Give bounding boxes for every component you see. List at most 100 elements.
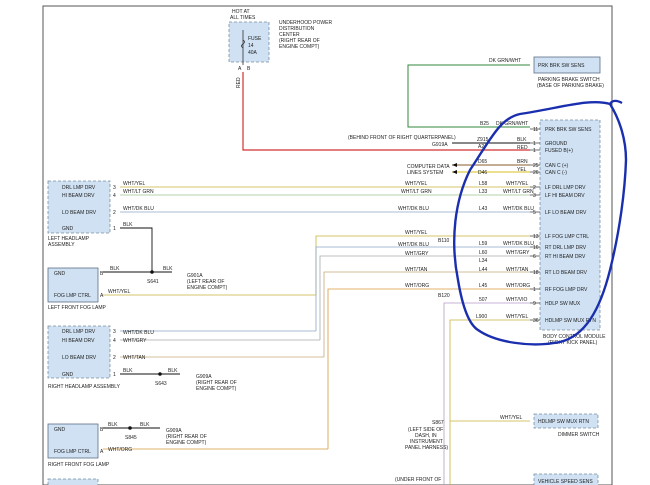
fuse-icon <box>241 39 245 49</box>
left-headlamp-pin-label: DRL LMP DRV <box>62 185 96 191</box>
can-wire-brn: BRN <box>517 159 528 165</box>
bcm-box <box>539 119 601 331</box>
wire-label: WHT/YEL <box>506 314 528 320</box>
parking-brake-pin: PRK BRK SW SENS <box>538 63 585 69</box>
dimmer-pin: HDLMP SW MUX RTN <box>538 419 589 425</box>
bcm-pin-number: 3 <box>533 193 536 199</box>
bcm-pin-label: RT LO BEAM DRV <box>545 270 588 276</box>
wire-label: WHT/TAN <box>123 355 146 361</box>
bcm-pin-label: LF LO BEAM DRV <box>545 210 587 216</box>
wire-label: WHT/VIO <box>506 297 527 303</box>
s867-label-3: INSTRUMENT <box>410 439 443 445</box>
g909a-label-2: ENGINE COMPT) <box>196 386 237 392</box>
g901a-label-1: (LEFT REAR OF <box>187 279 224 285</box>
right-fog-pin-label: FOG LMP CTRL <box>54 449 91 455</box>
wire-label: BLK <box>123 368 133 374</box>
b25-label: B25 <box>480 121 489 127</box>
s867-label-1: (LEFT SIDE OF <box>408 427 443 433</box>
wire-label: WHT/GRY <box>405 251 429 257</box>
bcm-pin-label: HDLP SW MUX <box>545 301 581 307</box>
dimmer-switch-box <box>533 413 599 429</box>
can-label-1: COMPUTER DATA <box>407 164 450 170</box>
bcm-pin-number: 26 <box>533 170 539 176</box>
b110-label: B110 <box>438 238 450 244</box>
bcm-pin-label: RT DRL LMP DRV <box>545 245 587 251</box>
udpc-box <box>228 21 270 63</box>
wire-label: WHT/YEL <box>500 415 522 421</box>
bcm-ground-id: G919A <box>432 142 448 148</box>
g909a2-label-2: ENGINE COMPT) <box>166 440 207 446</box>
a2-label: A2 <box>478 144 484 150</box>
wire-label: WHT/DK BLU <box>123 206 154 212</box>
hand-drawn-circle-annotation <box>453 100 628 346</box>
l43-label: L43 <box>479 206 488 212</box>
left-fog-pin-label: FOG LMP CTRL <box>54 293 91 299</box>
park-brake-wire <box>407 64 530 128</box>
wire-label: WHT/TAN <box>506 267 529 273</box>
bcm-pin-number: 36 <box>533 318 539 324</box>
udpc-label-3: CENTER <box>279 32 300 38</box>
wire-label: WHT/DK BLU <box>503 206 534 212</box>
can-wire-yel: YEL <box>517 167 527 173</box>
left-fog-pin-number: B <box>100 271 104 277</box>
bcm-pin-label: CAN C (-) <box>545 170 567 176</box>
wire-label: BLK <box>140 422 150 428</box>
wire-label: BLK <box>108 422 118 428</box>
g909a2-id: G909A <box>166 428 182 434</box>
ground-wire-blk: BLK <box>517 137 527 143</box>
fuse-label: FUSE <box>248 36 262 42</box>
park-wire-label-bottom: DK GRN/WHT <box>496 121 528 127</box>
wire-label: WHT/DK BLU <box>503 241 534 247</box>
l60-label: L60 <box>479 250 488 256</box>
bcm-pin-number: 13 <box>533 234 539 240</box>
wire-label: WHT/GRY <box>506 250 530 256</box>
l507-label: 507 <box>479 297 488 303</box>
l58-label: L58 <box>479 181 488 187</box>
l34-label: L34 <box>479 258 488 264</box>
left-headlamp-caption-1: LEFT HEADLAMP <box>48 236 90 242</box>
wire-label: WHT/ORG <box>108 447 132 453</box>
s867-id: S867 <box>432 420 444 426</box>
d65-label: D65 <box>478 159 487 165</box>
bottom-box-label: VEHICLE SPEED SENS <box>538 479 593 485</box>
parking-brake-caption-1: PARKING BRAKE SWITCH <box>538 77 600 83</box>
right-headlamp-pin-label: HI BEAM DRV <box>62 338 95 344</box>
bottom-box <box>533 473 599 485</box>
wire-label: WHT/DK BLU <box>398 206 429 212</box>
bcm-pin-number: 1 <box>533 148 536 154</box>
g909a-id: G909A <box>196 374 212 380</box>
right-fog-pin-number: B <box>100 427 104 433</box>
bcm-pin-number: 25 <box>533 163 539 169</box>
dimmer-caption: DIMMER SWITCH <box>558 432 600 438</box>
bcm-pin-number: 18 <box>533 270 539 276</box>
bcm-pin-label: HDLMP SW MUX RTN <box>545 318 596 324</box>
b120-label: B120 <box>438 293 450 299</box>
l45-label: L45 <box>479 283 488 289</box>
left-headlamp-caption-2: ASSEMBLY <box>48 242 75 248</box>
g909a2-label-1: (RIGHT REAR OF <box>166 434 207 440</box>
wire-label: WHT/YEL <box>123 181 145 187</box>
wire-label: WHT/YEL <box>405 181 427 187</box>
wire-label: WHT/ORG <box>405 283 429 289</box>
wire-label: BLK <box>123 222 133 228</box>
bcm-pin-number: 9 <box>533 301 536 307</box>
bcm-pin-label: LF HI BEAM DRV <box>545 193 585 199</box>
bottom-left-box <box>47 478 99 485</box>
wire-label: WHT/YEL <box>506 181 528 187</box>
left-headlamp-pin-label: GND <box>62 226 74 232</box>
bcm-pin-number: 11 <box>533 127 538 133</box>
bcm-pin-label: GROUND <box>545 141 568 147</box>
red-feed-wire <box>242 72 530 151</box>
wire-label: WHT/ORG <box>506 283 530 289</box>
parking-brake-caption-2: (BASE OF PARKING BRAKE) <box>537 83 604 89</box>
bcm-pin-label: LF DRL LMP DRV <box>545 185 586 191</box>
fuse-rating: 40A <box>248 50 258 56</box>
l44-label: L44 <box>479 267 488 273</box>
right-headlamp-pin-number: 3 <box>113 329 116 335</box>
left-headlamp-pin-number: 4 <box>113 193 116 199</box>
wire-label: WHT/LT GRN <box>401 189 432 195</box>
wire-label: WHT/LT GRN <box>123 189 154 195</box>
bcm-pin-number: 5 <box>533 210 536 216</box>
wire-label: WHT/GRY <box>123 338 147 344</box>
